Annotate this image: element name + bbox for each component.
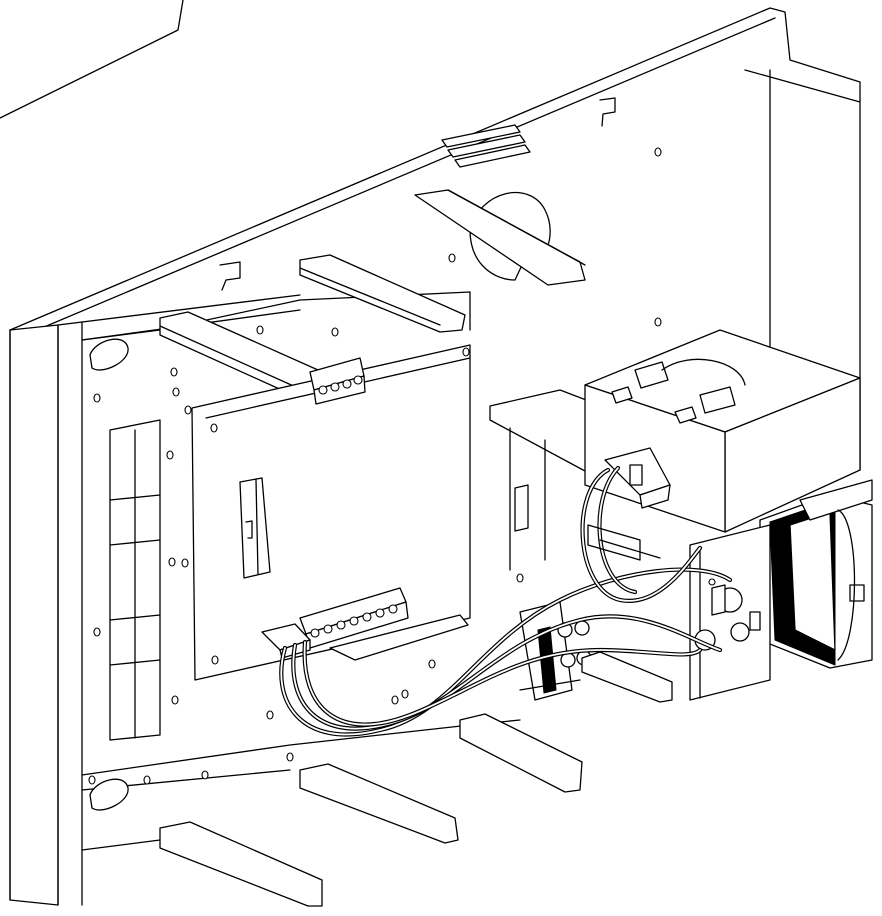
lower-rail-right <box>581 651 673 703</box>
slot-hole-top <box>89 338 129 371</box>
guide-rail-top-2 <box>299 254 466 333</box>
guide-rail-top-3 <box>159 311 319 397</box>
power-board <box>689 524 771 701</box>
front-bezel-frame <box>9 294 301 906</box>
guide-rail-top-1 <box>414 189 586 286</box>
wiring-harness <box>279 465 733 737</box>
guide-rail-bottom-3 <box>159 821 323 907</box>
inner-slot <box>519 524 661 691</box>
slot-hole-bottom <box>89 778 129 811</box>
terminal-block-bottom <box>299 587 409 649</box>
terminal-block-top <box>309 357 366 405</box>
guide-rail-bottom-2 <box>299 763 459 844</box>
power-supply-latch <box>604 447 671 509</box>
board-ledge <box>329 614 469 661</box>
guide-rail-bottom-1 <box>459 713 583 793</box>
ribbon-connector <box>239 477 271 579</box>
top-locking-tabs <box>219 97 616 291</box>
rear-housing-top-edge <box>9 7 861 471</box>
cover-panel-corner <box>0 0 184 119</box>
